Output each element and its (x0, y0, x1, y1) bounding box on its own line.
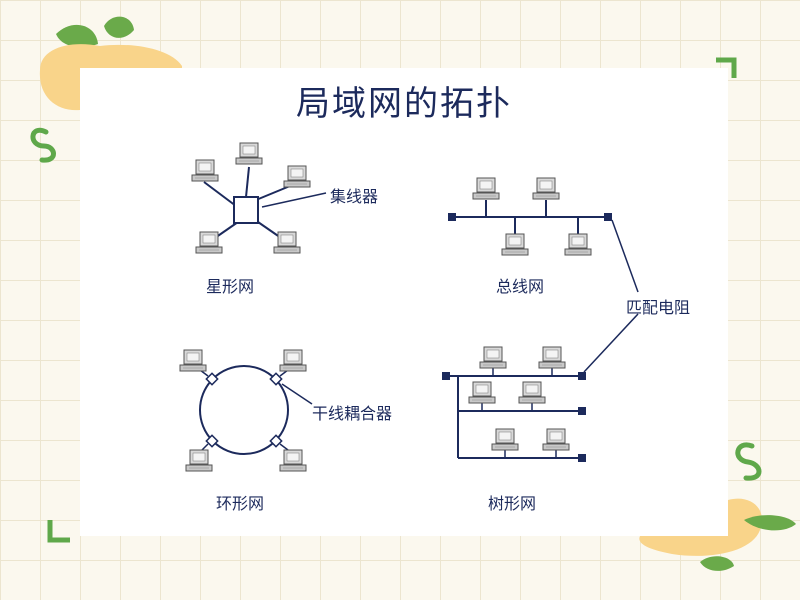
computer-icon (279, 349, 307, 372)
computer-icon (538, 346, 566, 369)
computer-icon (532, 177, 560, 200)
terminator-label: 匹配电阻 (626, 298, 691, 317)
hub-box (233, 196, 259, 224)
computer-icon (501, 233, 529, 256)
terminator-pointer (583, 313, 639, 373)
computer-icon (472, 177, 500, 200)
swirl-shape (30, 127, 56, 163)
page-title: 局域网的拓扑 (296, 84, 512, 124)
computer-icon (479, 346, 507, 369)
computer-icon (468, 381, 496, 404)
coupler-pointer (281, 383, 313, 405)
ring-line (199, 365, 289, 455)
leaf-shape (104, 16, 134, 38)
tree-label: 树形网 (488, 494, 537, 513)
leaf-shape (700, 556, 734, 571)
hub-label: 集线器 (330, 187, 379, 206)
hub-pointer (261, 192, 327, 208)
computer-icon (179, 349, 207, 372)
computer-icon (191, 159, 219, 182)
tree-topology (442, 346, 586, 462)
coupler-icon (205, 372, 219, 386)
coupler-icon (269, 434, 283, 448)
bus-label: 总线网 (496, 277, 545, 296)
leaf-shape (56, 24, 98, 48)
terminator-icon (448, 213, 456, 221)
star-topology (191, 142, 327, 254)
coupler-label: 干线耦合器 (312, 404, 393, 423)
star-label: 星形网 (206, 277, 255, 296)
computer-icon (542, 428, 570, 451)
computer-icon (564, 233, 592, 256)
computer-icon (195, 231, 223, 254)
orange-blob (639, 498, 762, 556)
computer-icon (185, 449, 213, 472)
computer-icon (491, 428, 519, 451)
ring-topology (179, 349, 313, 472)
ring-label: 环形网 (216, 494, 265, 513)
computer-icon (235, 142, 263, 165)
terminator-pointer (611, 219, 639, 293)
swirl-shape (735, 442, 762, 481)
computer-icon (518, 381, 546, 404)
corner-mark (47, 520, 70, 543)
corner-mark (716, 57, 737, 78)
coupler-icon (205, 434, 219, 448)
content-card (80, 68, 728, 536)
bus-topology (448, 177, 612, 256)
computer-icon (279, 449, 307, 472)
computer-icon (283, 165, 311, 188)
coupler-icon (269, 372, 283, 386)
leaf-shape (744, 515, 796, 531)
computer-icon (273, 231, 301, 254)
terminator-icon (442, 372, 450, 380)
terminator-icon (578, 407, 586, 415)
terminator-icon (578, 454, 586, 462)
terminator-icon (604, 213, 612, 221)
terminator-icon (578, 372, 586, 380)
